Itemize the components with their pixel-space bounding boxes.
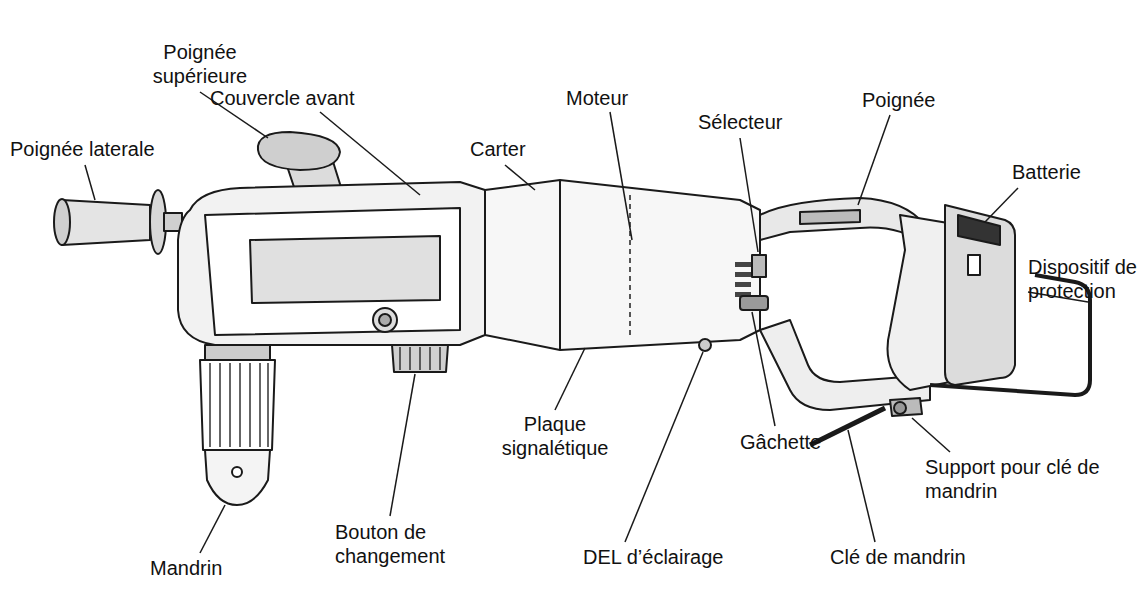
part-label: Poignée laterale: [10, 137, 155, 161]
part-label: Carter: [470, 137, 526, 161]
part-label: Bouton de changement: [335, 520, 465, 568]
part-label: Poignée supérieure: [140, 40, 260, 88]
part-label: Gâchette: [740, 430, 821, 454]
part-label: DEL d’éclairage: [583, 545, 723, 569]
part-label: Batterie: [1012, 160, 1081, 184]
part-label: Poignée: [862, 88, 935, 112]
part-label: Support pour clé de mandrin: [925, 455, 1105, 503]
part-label: Plaque signalétique: [490, 412, 620, 460]
part-label: Dispositif de protection: [1028, 255, 1138, 303]
part-label: Couvercle avant: [210, 86, 355, 110]
part-label: Sélecteur: [698, 110, 783, 134]
part-label: Moteur: [566, 86, 628, 110]
part-label: Mandrin: [150, 556, 222, 580]
part-label: Clé de mandrin: [830, 545, 966, 569]
